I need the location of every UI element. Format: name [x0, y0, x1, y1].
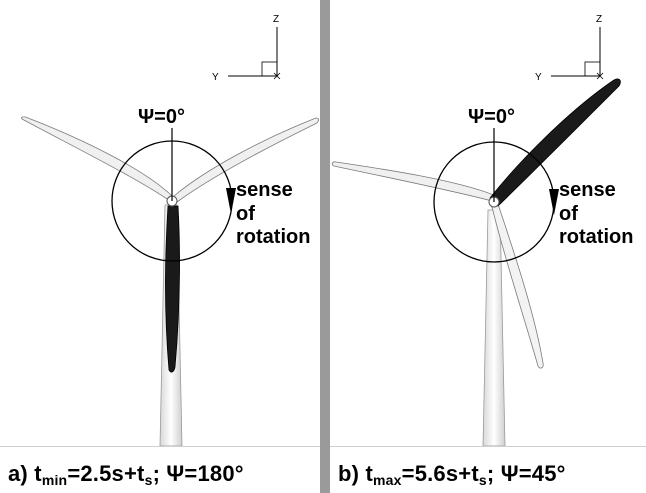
- axes-triad: Z Y: [535, 14, 604, 83]
- panel-a: Ψ=0° sense of rotation Z Y a) tmin=2.5s+…: [0, 0, 320, 493]
- caption-a: a) tmin=2.5s+ts; Ψ=180°: [8, 461, 244, 488]
- blade-highlighted: [489, 78, 621, 207]
- rotation-arrow-icon: [226, 188, 236, 214]
- sense-line-2: of: [559, 203, 578, 225]
- sense-line-3: rotation: [236, 226, 310, 248]
- blade-highlighted: [165, 205, 180, 373]
- axis-z-label: Z: [596, 14, 602, 25]
- panel-b-drawing: Ψ=0° sense of rotation Z Y: [331, 14, 633, 446]
- sense-line-3: rotation: [559, 226, 633, 248]
- sense-line-1: sense: [559, 179, 616, 201]
- panel-b: Ψ=0° sense of rotation Z Y b) tmax=5.6s+…: [330, 0, 646, 493]
- caption-b: b) tmax=5.6s+ts; Ψ=45°: [338, 461, 566, 488]
- axis-z-label: Z: [273, 14, 279, 25]
- axis-y-label: Y: [535, 72, 542, 83]
- axis-y-label: Y: [212, 72, 219, 83]
- psi-label: Ψ=0°: [138, 106, 185, 128]
- psi-label: Ψ=0°: [468, 106, 515, 128]
- axes-triad: Z Y: [212, 14, 281, 83]
- tower: [482, 209, 506, 446]
- blade-lower-right: [491, 203, 544, 369]
- caption-strip-b: b) tmax=5.6s+ts; Ψ=45°: [330, 446, 646, 493]
- rotation-arrow-icon: [549, 189, 559, 215]
- blade-left: [331, 161, 495, 202]
- sense-line-2: of: [236, 203, 255, 225]
- caption-strip-a: a) tmin=2.5s+ts; Ψ=180°: [0, 446, 320, 493]
- sense-line-1: sense: [236, 179, 293, 201]
- panel-a-drawing: Ψ=0° sense of rotation Z Y: [21, 14, 319, 446]
- panel-divider: [320, 0, 330, 493]
- blade-upper-left: [21, 116, 173, 202]
- blade-upper-right: [173, 117, 319, 203]
